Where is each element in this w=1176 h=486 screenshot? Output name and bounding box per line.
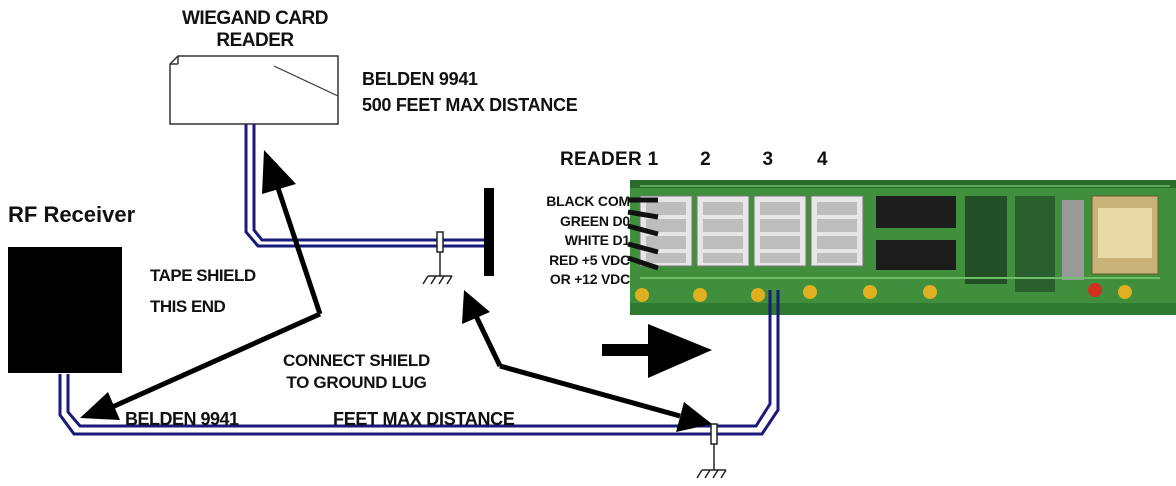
arrow-connect-down: [499, 363, 712, 432]
wire-red-alt-label: OR +12 VDC: [549, 271, 630, 287]
bottom-cable-label: BELDEN 9941: [125, 409, 239, 429]
wiegand-reader-label: WIEGAND CARD READER: [160, 8, 350, 52]
connect-shield-label: CONNECT SHIELD TO GROUND LUG: [283, 350, 430, 394]
tape-shield-line1: TAPE SHIELD: [150, 266, 256, 285]
bottom-cable: [58, 290, 780, 436]
terminal-block-2: [696, 195, 750, 267]
top-cable-label: BELDEN 9941 500 FEET MAX DISTANCE: [362, 66, 578, 118]
wiegand-reader-box: [169, 55, 339, 125]
rf-receiver-label: RF Receiver: [8, 202, 136, 227]
reader-4-label: 4: [817, 149, 828, 170]
wire-white-label: WHITE D1: [564, 232, 630, 248]
ground-lug-bottom: [696, 423, 727, 479]
arrow-tape-shield-up: [262, 150, 323, 315]
wire-red-label: RED +5 VDC: [549, 251, 630, 268]
connect-shield-line1: CONNECT SHIELD: [283, 351, 430, 370]
arrow-connect-up: [462, 290, 503, 368]
connector-bar: [484, 188, 494, 276]
reader-1-label: READER 1: [560, 149, 659, 170]
rf-receiver-box: [8, 247, 122, 373]
wire-green-label: GREEN D0: [560, 212, 630, 229]
wiegand-line2: READER: [216, 30, 294, 51]
reader-3-label: 3: [762, 149, 774, 170]
controller-board: [630, 180, 1176, 315]
top-cable-type: BELDEN 9941: [362, 69, 478, 89]
reader-2-label: 2: [700, 149, 711, 170]
wire-stubs: [627, 197, 659, 271]
wiegand-line1: WIEGAND CARD: [182, 8, 329, 29]
terminal-block-3: [753, 195, 807, 267]
top-cable-distance: 500 FEET MAX DISTANCE: [362, 95, 578, 115]
wire-color-labels: BLACK COM GREEN D0 WHITE D1 RED +5 VDC O…: [512, 192, 630, 290]
arrow-tape-shield-down: [80, 311, 322, 420]
terminal-block-4: [810, 195, 864, 267]
ground-lug-top: [422, 231, 453, 285]
wire-black-label: BLACK COM: [546, 193, 630, 209]
tape-shield-label: TAPE SHIELD THIS END: [150, 260, 256, 322]
reader-header: READER 1 2 3 4: [560, 149, 828, 171]
top-cable: [244, 124, 494, 248]
bottom-cable-distance: FEET MAX DISTANCE: [333, 409, 515, 429]
direction-arrow: [602, 324, 712, 378]
tape-shield-line2: THIS END: [150, 297, 226, 316]
connect-shield-line2: TO GROUND LUG: [286, 373, 427, 392]
